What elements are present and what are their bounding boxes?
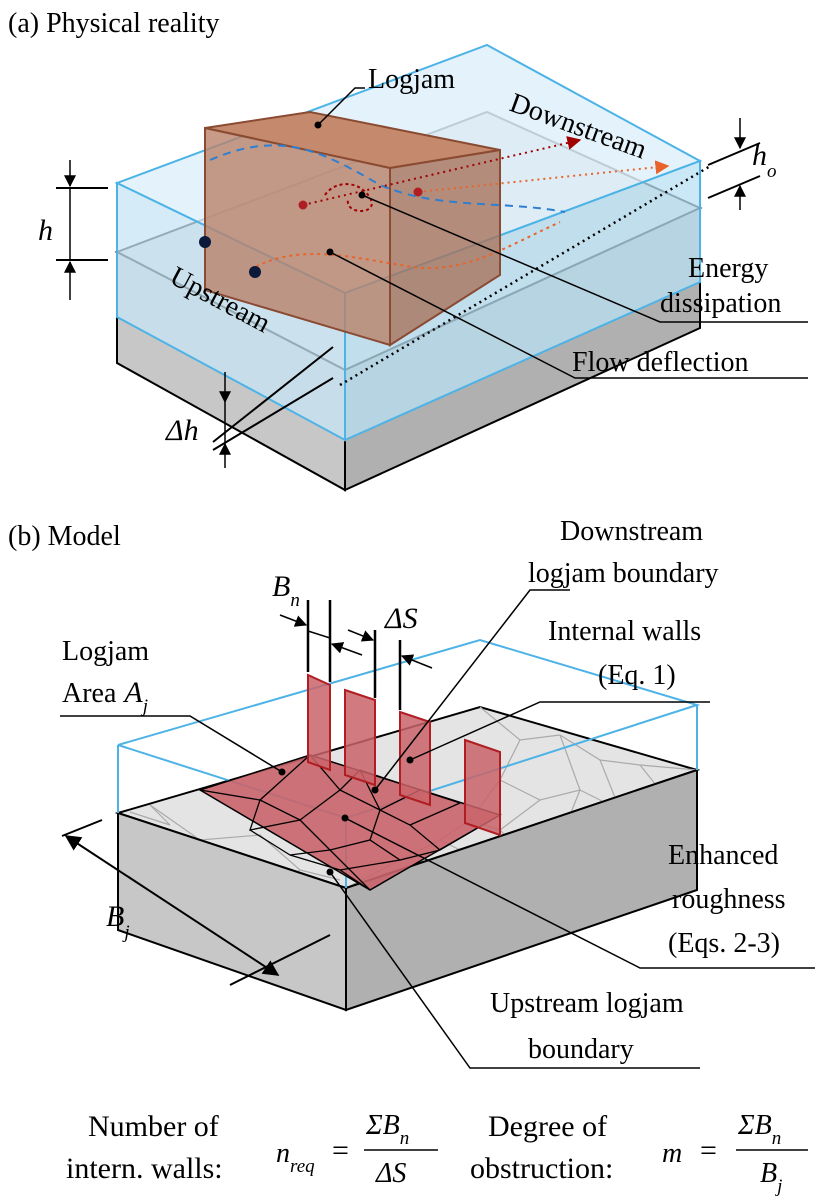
- label-us-boundary-1: Upstream logjam: [490, 988, 684, 1019]
- leader-ds-boundary: [374, 589, 570, 791]
- label-energy-2: dissipation: [660, 288, 781, 319]
- symbol-bn: Bn: [272, 570, 300, 611]
- symbol-h-o: ho: [752, 139, 777, 182]
- bed-front-side-b: [345, 768, 698, 1012]
- dimension-h: [56, 160, 108, 300]
- eq-n-symbol: nreq: [276, 1138, 315, 1177]
- eq-m-label-2: obstruction:: [470, 1152, 613, 1185]
- equations: Number of intern. walls: nreq = ΣBn ΔS D…: [66, 1110, 808, 1197]
- panel-b: (b) Model: [8, 516, 815, 1069]
- water-front-a: [344, 159, 701, 442]
- dimension-delta-h: [212, 346, 334, 468]
- leader-enhanced-roughness: [344, 817, 815, 969]
- point-red-2: [413, 187, 423, 197]
- label-internal-walls-1: Internal walls: [548, 616, 701, 647]
- panel-a: (a) Physical reality: [8, 8, 808, 492]
- dimension-bn: [279, 600, 363, 682]
- leader-us-boundary: [329, 871, 700, 1069]
- dimension-bj: [61, 819, 331, 986]
- wall-1: [307, 673, 331, 772]
- symbol-delta-h: Δh: [165, 414, 199, 447]
- label-ds-boundary-2: logjam boundary: [528, 558, 719, 589]
- eq-m-numerator: ΣBn: [737, 1110, 781, 1149]
- leader-logjam-area: [60, 715, 283, 773]
- flow-line-dashed-blue: [209, 144, 566, 213]
- symbol-bj: Bj: [106, 900, 130, 943]
- leader-energy-dot: [358, 191, 366, 199]
- symbol-h: h: [38, 214, 53, 247]
- leader-energy: [361, 194, 808, 323]
- wall-4: [464, 738, 501, 837]
- flow-line-lower-orange: [249, 221, 561, 271]
- leader-logjam: [317, 87, 365, 126]
- label-us-boundary-2: boundary: [528, 1034, 634, 1065]
- dimension-ho: [707, 118, 761, 210]
- eq-m-denominator: Bj: [760, 1158, 782, 1197]
- symbol-delta-s: ΔS: [384, 602, 418, 635]
- label-logjam: Logjam: [368, 64, 455, 95]
- leader-walls-dot: [406, 756, 414, 764]
- label-internal-walls-2: (Eq. 1): [598, 660, 676, 691]
- eq-n-numerator: ΣBn: [365, 1110, 409, 1149]
- label-logjam-area-1: Logjam: [62, 636, 149, 667]
- eq-n-label-1: Number of: [88, 1110, 219, 1143]
- eq-m-symbol: m: [662, 1138, 682, 1169]
- leader-ds-dot: [371, 786, 379, 794]
- flow-centerline-dotted: [339, 163, 713, 387]
- label-flow-deflection: Flow deflection: [572, 347, 749, 378]
- label-ds-boundary-1: Downstream: [560, 516, 703, 547]
- leader-flow-dot: [326, 248, 334, 256]
- wall-2: [344, 688, 376, 787]
- leader-internal-walls: [409, 701, 710, 761]
- dimension-delta-s: [347, 629, 433, 710]
- logjam-mesh-lines: [199, 754, 501, 891]
- panel-b-title: (b) Model: [8, 521, 121, 552]
- leader-us-dot: [326, 868, 334, 876]
- eq-n-equals: =: [332, 1134, 349, 1167]
- eq-n-denominator: ΔS: [375, 1158, 406, 1189]
- panel-a-title: (a) Physical reality: [8, 8, 219, 39]
- eq-n-label-2: intern. walls:: [66, 1152, 223, 1185]
- point-upstream-1: [199, 236, 211, 248]
- leader-enhanced-dot: [341, 814, 349, 822]
- eq-m-equals: =: [700, 1134, 717, 1167]
- label-enhanced-2: roughness: [672, 884, 786, 915]
- internal-walls: [307, 673, 501, 837]
- leader-area-dot: [278, 768, 286, 776]
- point-upstream-2: [249, 266, 261, 278]
- eq-m-label-1: Degree of: [488, 1110, 607, 1143]
- label-enhanced-1: Enhanced: [668, 840, 778, 871]
- label-enhanced-3: (Eqs. 2-3): [668, 928, 780, 959]
- leader-logjam-dot: [314, 121, 322, 129]
- label-energy-1: Energy: [688, 253, 768, 284]
- point-red-1: [298, 200, 308, 210]
- leader-flow-deflection: [329, 251, 808, 379]
